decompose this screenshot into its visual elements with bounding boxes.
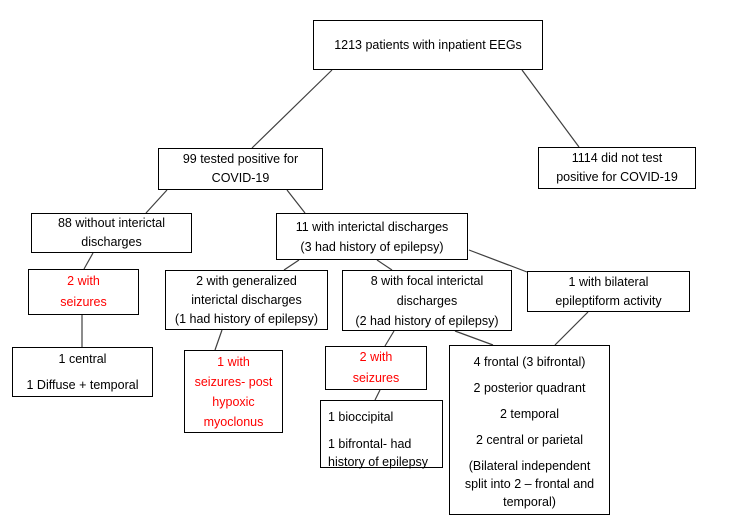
node-text-line: 1 bifrontal- had [328, 437, 412, 451]
node-text-line: epileptiform activity [555, 293, 662, 308]
node-text-line: history of epilepsy [328, 455, 429, 469]
node-text-line: positive for COVID-19 [556, 170, 678, 184]
node-bioccipital-bifrontal: 1 bioccipital 1 bifrontal- had history o… [320, 400, 443, 469]
node-text-line: temporal) [503, 495, 556, 509]
connector-positive-with [286, 189, 306, 214]
node-covid-negative: 1114 did not test positive for COVID-19 [538, 147, 696, 189]
node-text-line: 88 without interictal [57, 216, 165, 230]
connector-with-focal [376, 259, 393, 271]
node-text-line: 1 bioccipital [328, 410, 394, 424]
connector-generalized-posthypoxic [214, 329, 223, 351]
node-focal-discharges: 8 with focal interictal discharges (2 ha… [342, 270, 512, 331]
node-text-line: 2 with generalized [196, 273, 297, 288]
connector-without-seizures [83, 252, 94, 270]
node-text-line: 11 with interictal discharges [295, 219, 449, 234]
node-seizures-without-discharges: 2 with seizures [28, 269, 139, 315]
node-text-line: 1 central [58, 351, 107, 366]
node-text-line: seizures [352, 371, 400, 385]
node-text-line: seizures- post [194, 374, 273, 389]
connector-focal-locations [454, 330, 494, 346]
node-text-line: 4 frontal (3 bifrontal) [473, 355, 586, 369]
node-text-line: 2 with [67, 274, 100, 288]
node-seizure-localization: 1 central 1 Diffuse + temporal [12, 347, 153, 397]
node-bilateral-epileptiform: 1 with bilateral epileptiform activity [527, 271, 690, 312]
node-text-line: interictal discharges [191, 292, 302, 307]
node-text-line: 2 with [359, 350, 393, 364]
node-covid-positive: 99 tested positive for COVID-19 [158, 148, 323, 190]
node-with-interictal: 11 with interictal discharges (3 had his… [276, 213, 468, 260]
node-post-hypoxic-seizures: 1 with seizures- post hypoxic myoclonus [184, 350, 283, 433]
node-text-line: split into 2 – frontal and [464, 477, 595, 491]
node-text-line: 1213 patients with inpatient EEGs [334, 37, 522, 52]
node-text-line: (2 had history of epilepsy) [355, 313, 499, 328]
node-text-line: 1 with [217, 354, 250, 369]
connector-bilateral-locations [554, 311, 589, 346]
node-text-line: 99 tested positive for [182, 152, 299, 166]
connector-positive-without [145, 189, 168, 214]
node-text-line: 1114 did not test [571, 151, 663, 165]
node-text-line: 2 posterior quadrant [473, 381, 586, 395]
node-text-line: 2 temporal [499, 407, 560, 421]
node-text-line: 1 with bilateral [568, 274, 649, 289]
connector-seizures-bioccipital [374, 389, 381, 401]
connector-root-negative [521, 69, 580, 148]
node-text-line: 2 central or parietal [475, 433, 583, 447]
node-generalized-discharges: 2 with generalized interictal discharges… [165, 270, 328, 330]
node-without-interictal: 88 without interictal discharges [31, 213, 192, 253]
node-text-line: hypoxic [212, 394, 255, 409]
node-text-line: COVID-19 [211, 171, 270, 185]
node-text-line: discharges [81, 235, 142, 249]
node-text-line: myoclonus [203, 414, 264, 429]
node-text-line: (Bilateral independent [468, 459, 591, 473]
node-total-patients: 1213 patients with inpatient EEGs [313, 20, 543, 70]
node-text-line: (1 had history of epilepsy) [174, 311, 319, 326]
connector-root-positive [251, 69, 333, 149]
node-text-line: 8 with focal interictal [370, 273, 484, 288]
node-text-line: (3 had history of epilepsy) [300, 239, 444, 254]
connector-with-bilateral [468, 249, 528, 273]
node-text-line: seizures [60, 295, 107, 309]
node-text-line: discharges [396, 293, 458, 308]
node-text-line: 1 Diffuse + temporal [26, 377, 139, 392]
node-focal-locations: 4 frontal (3 bifrontal) 2 posterior quad… [449, 345, 610, 515]
connector-with-generalized [283, 259, 300, 271]
connector-focal-seizures [384, 330, 395, 347]
node-focal-seizures: 2 with seizures [325, 346, 427, 390]
